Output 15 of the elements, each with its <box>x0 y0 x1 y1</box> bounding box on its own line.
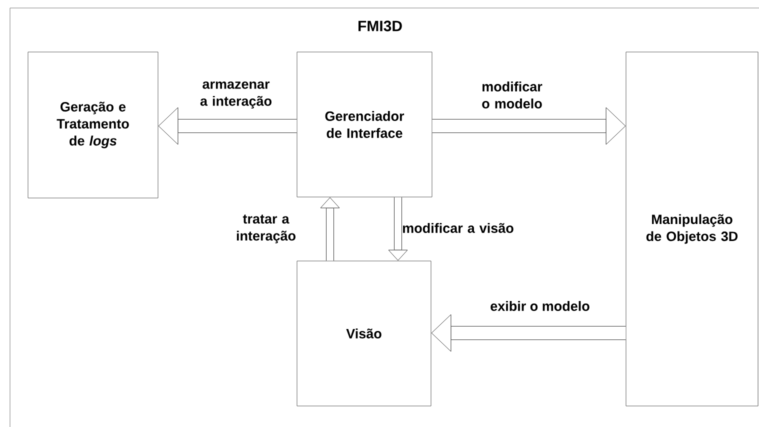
process-box: Manipulação de Objetos 3D <box>626 52 758 406</box>
block-arrow <box>158 107 297 145</box>
process-box: Gerenciador de Interface <box>296 52 432 198</box>
edge-label: modificar a visão <box>403 223 514 233</box>
edge-label: exibir o modelo <box>490 301 590 311</box>
process-box: Geração e Tratamento de logs <box>28 52 158 198</box>
diagram-title: FMI3D <box>358 20 402 32</box>
block-arrow <box>432 107 626 145</box>
block-arrow <box>431 314 626 352</box>
process-box: Visão <box>296 260 432 406</box>
edge-label: modificar o modelo <box>482 82 542 108</box>
edge-label: tratar a interação <box>236 214 296 244</box>
block-arrow <box>320 197 340 261</box>
block-arrow <box>388 197 408 261</box>
edge-label: armazenar a interação <box>200 81 272 109</box>
